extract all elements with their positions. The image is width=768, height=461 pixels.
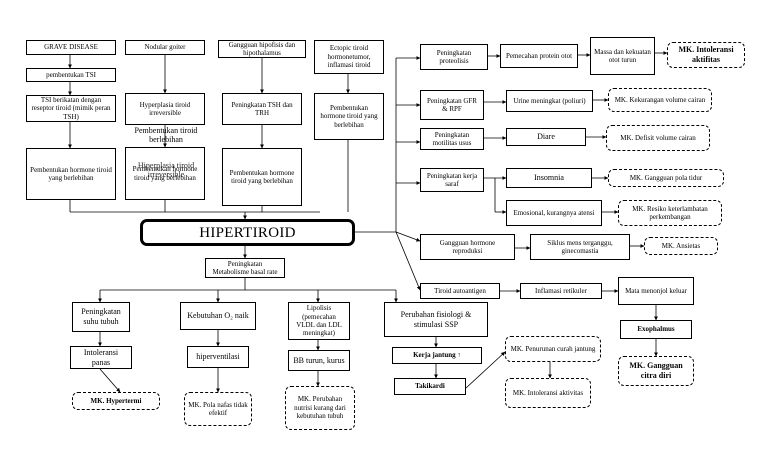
polyuria-box: Urine meningkat (poliuri): [506, 90, 593, 112]
mk-hypertermi-box: MK. Hypertermi: [72, 392, 160, 410]
bmr-increase-box: Peningkatan Metabolisme basal rate: [205, 258, 285, 278]
nodular-goiter-box: Nodular goiter: [125, 40, 205, 55]
mk-nutrition-box: MK. Perubahan nutrisi kurang dari kebutu…: [285, 386, 355, 430]
mk-anxiety-box: MK. Ansietas: [644, 237, 718, 255]
tsi-formation-box: pembentukan TSI: [26, 68, 116, 82]
hipertiroid-node: HIPERTIROID: [140, 219, 355, 246]
gfr-rpf-box: Peningkatan GFR & RPF: [420, 90, 484, 120]
hipofisis-box: Gangguan hipofisis dan hipothalamus: [218, 40, 306, 58]
tachycardia-box: Takikardi: [394, 378, 466, 395]
mk-development-box: MK. Resiko keterlambatan perkembangan: [618, 200, 722, 226]
mk-cardiac-output-box: MK. Penurunan curah jantung: [505, 336, 601, 362]
diarrhea-box: Diare: [506, 128, 586, 146]
heat-intolerance-box: Intoleransi panas: [70, 346, 132, 369]
mk-breathing-box: MK. Pola nafas tidak efektif: [184, 392, 252, 426]
mk-fluid-deficit-box: MK. Defisit volume cairan: [606, 125, 710, 151]
motility-box: Peningkatan motilitas usus: [420, 128, 484, 150]
proteolysis-box: Peningkatan proteolisis: [420, 44, 488, 70]
neural-work-box: Peningkatan kerja saraf: [420, 168, 484, 192]
mk-activity-box: MK. Intoleransi aktivitas: [505, 378, 591, 408]
autoantigen-box: Tiroid autoantigen: [420, 283, 500, 299]
grave-disease-box: GRAVE DISEASE: [26, 40, 116, 55]
hyperplasia-box: Hyperplasia tiroid irreversible: [125, 93, 205, 125]
body-temp-box: Peningkatan suhu tubuh: [72, 302, 130, 332]
nodular-hormone-box: Pembentukan hormone tiroid yang berlebih…: [125, 147, 205, 200]
emotional-box: Emosional, kurangnya atensi: [506, 200, 602, 226]
heart-work-box: Kerja jantung ↑: [392, 347, 482, 364]
insomnia-box: Insomnia: [506, 168, 592, 188]
ectopic-hormone-box: Pembentukan hormone tiroid yang berlebih…: [314, 93, 384, 140]
tsi-receptor-box: TSI berikatan dengan reseptor tiroid (mi…: [26, 95, 116, 122]
mk-intoleransi-box: MK. Intoleransi aktifitas: [667, 42, 745, 68]
lipolysis-box: Lipolisis (pemecahan VLDL dan LDL mening…: [288, 302, 350, 340]
exophthalmus-box: Exophalmus: [620, 320, 692, 339]
inflammation-box: Inflamasi retikuler: [520, 283, 602, 299]
muscle-mass-box: Massa dan kekuatan otot turun: [590, 37, 655, 75]
muscle-protein-box: Pemecahan protein otot: [500, 44, 578, 68]
mk-self-image-box: MK. Gangguan citra diri: [618, 356, 694, 386]
hipofisis-hormone-box: Pembentukan hormone tiroid yang berlebih…: [222, 148, 302, 206]
overlap-text-a: Pembentukan tiroid berlebihan: [134, 126, 198, 144]
mk-sleep-box: MK. Gangguan pola tidur: [608, 169, 724, 187]
overlap-text-b: Hiperplasia tiroid irreversible: [137, 161, 195, 179]
grave-hormone-box: Pembentukan hormone tiroid yang berlebih…: [26, 148, 116, 200]
ectopic-box: Ectopic tiroid hormonetumor, inflamasi t…: [314, 40, 384, 74]
hyperventilation-box: hiperventilasi: [187, 346, 249, 368]
ssp-stimulation-box: Perubahan fisiologi & stimulasi SSP: [384, 302, 488, 337]
reproductive-box: Gangguan hormone reproduksi: [420, 234, 515, 260]
tsh-trh-box: Peningkatan TSH dan TRH: [222, 93, 302, 125]
protruding-eyes-box: Mata menonjol keluar: [618, 277, 694, 305]
mk-fluid-box: MK. Kekurangan volume cairan: [608, 88, 712, 112]
weight-loss-box: BB turun, kurus: [288, 350, 350, 371]
menstrual-box: Siklus mens terganggu, ginecomastia: [530, 234, 630, 260]
oxygen-demand-box: Kebutuhan O₂ naik: [180, 302, 256, 330]
